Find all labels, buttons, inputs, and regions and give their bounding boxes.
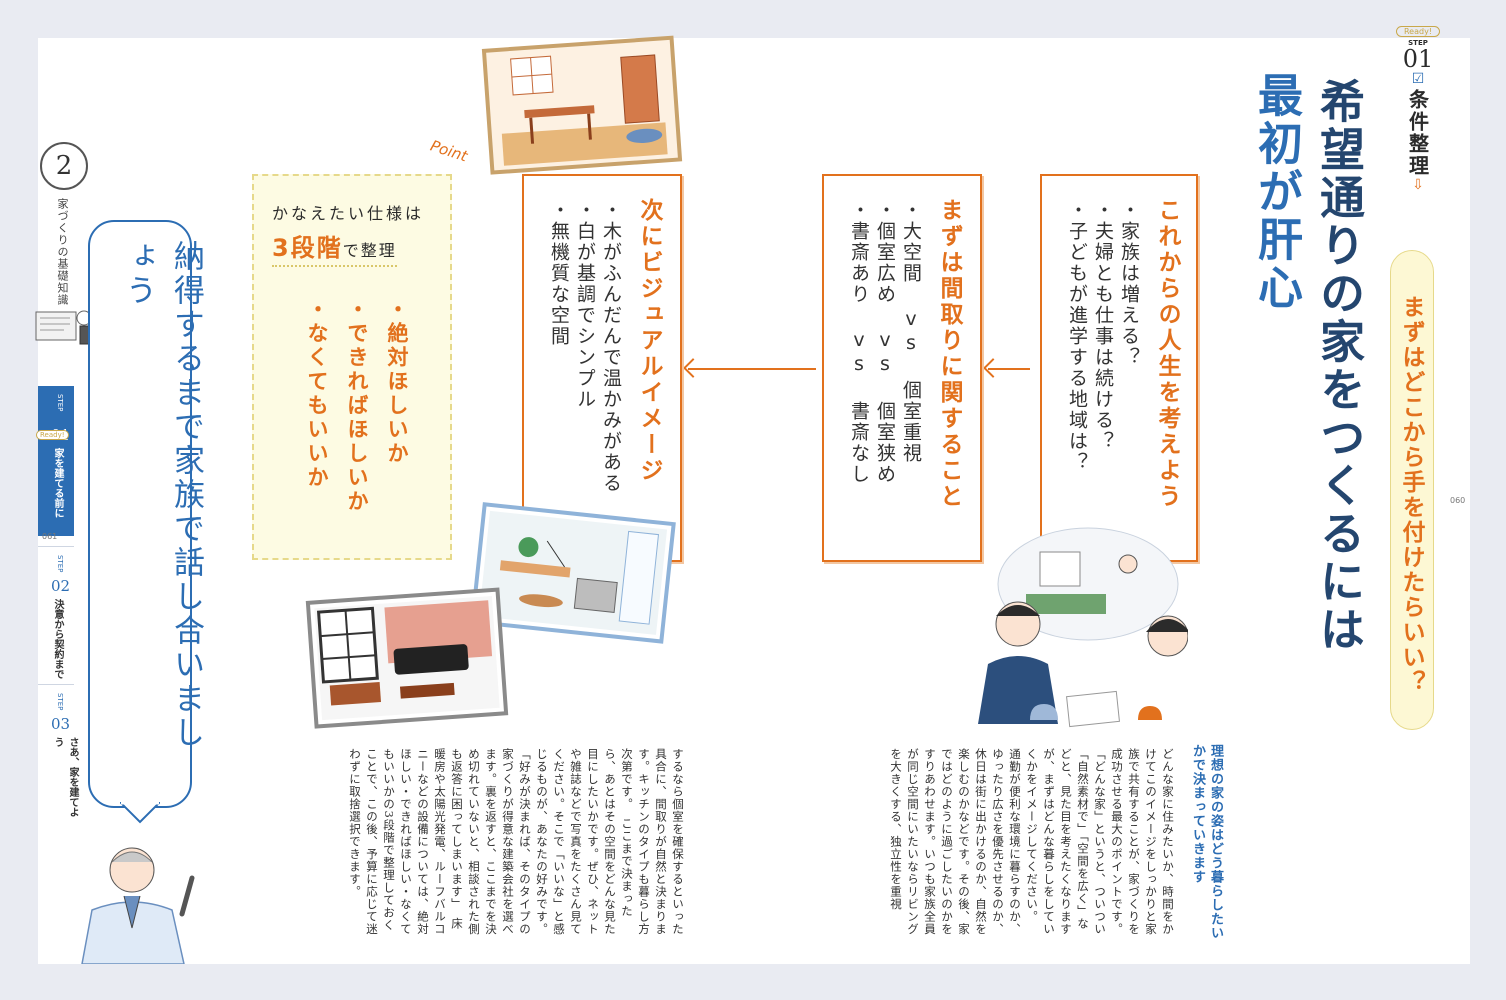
flow-box-life: これからの人生を考えよう ・家族は増える？ ・夫婦とも仕事は続ける？ ・子どもが… — [1040, 174, 1198, 562]
speech-bubble-tail — [120, 802, 160, 824]
checkbox-icon: ☑ — [1411, 71, 1425, 87]
flow-box-item: ・家族は増える？ — [1118, 200, 1140, 368]
tab-step-label: 決意から契約まで — [52, 599, 63, 679]
step-badge: Ready! STEP 01 ☑ 条件整理 ⇩ — [1396, 26, 1440, 193]
couple-illustration — [978, 527, 1188, 728]
point-tag: Point — [428, 136, 470, 166]
section-subhead: 理想の家の姿はどう暮らしたいかで決まっていきます — [1190, 744, 1223, 940]
point-title-1: かなえたい仕様は — [272, 204, 425, 223]
speech-bubble-text: 納得するまで家族で話し合いましょう — [120, 240, 204, 750]
room-illustration-living-brick — [305, 587, 509, 729]
speech-bubble: 納得するまで家族で話し合いましょう — [88, 220, 204, 808]
body-text-right: どんな家に住みたいか、時間をかけてこのイメージをしっかりと家族で共有することが、… — [889, 748, 1175, 936]
flow-box-item: ・無機質な空間 — [548, 200, 570, 347]
tab-step-label: 家を建てる前に — [52, 448, 63, 518]
flow-box-item: ・子どもが進学する地域は？ — [1066, 200, 1088, 473]
flow-box-item: ・夫婦とも仕事は続ける？ — [1092, 200, 1114, 452]
flow-box-item: ・大空間 vs 個室重視 — [900, 200, 922, 464]
advisor-illustration — [81, 847, 195, 964]
page-folio-left: 061 — [42, 532, 58, 541]
point-item: ・できればほしいか — [345, 298, 369, 514]
room-illustration-living-white — [470, 502, 676, 644]
room-illustration-dining — [481, 35, 683, 175]
headline-line1: 希望通りの家をつくるには — [1312, 78, 1365, 654]
page-folio-right: 060 — [1450, 496, 1466, 505]
point-title-big: 3段階 — [272, 234, 343, 262]
body-text-left: するなら個室を確保するといった具合に、間取りが自然と決まります。キッチンのタイプ… — [348, 748, 685, 938]
point-title-2: 3段階で整理 — [272, 228, 397, 267]
step-number: 01 — [1402, 45, 1434, 73]
flow-box-layout: まずは間取りに関すること ・大空間 vs 個室重視 ・個室広め vs 個室狭め … — [822, 174, 982, 562]
chapter-number: 2 — [40, 142, 88, 190]
left-arrow-icon — [988, 368, 1030, 370]
tab-step-01[interactable]: STEP 01 家を建てる前に Ready! — [36, 386, 74, 536]
left-arrow-icon — [688, 368, 816, 370]
point-note: Point かなえたい仕様は 3段階で整理 ・絶対ほしいか ・できればほしいか … — [252, 137, 470, 560]
point-item: ・絶対ほしいか — [385, 298, 409, 466]
down-arrow-icon: ⇩ — [1412, 177, 1424, 193]
flow-box-visual: 次にビジュアルイメージ ・木がふんだんで温かみがある ・白が基調でシンプル ・無… — [522, 174, 682, 562]
tab-step-number: 03 — [51, 715, 71, 733]
step-label: 条件整理 — [1405, 89, 1430, 177]
question-banner: まずはどこから手を付けたらいい？ — [1390, 250, 1434, 730]
flow-box-head: これからの人生を考えよう — [1154, 198, 1180, 510]
flow-box-item: ・個室広め vs 個室狭め — [874, 200, 896, 485]
magazine-spread: 2 家づくりの基礎知識 STEP 01 家を建てる前に Ready! 061 S… — [35, 26, 1470, 964]
flow-box-item: ・書斎あり vs 書斎なし — [848, 200, 870, 485]
chapter-side-tabs: 2 家づくりの基礎知識 STEP 01 家を建てる前に Ready! 061 S… — [35, 74, 95, 834]
headline-line2: 最初が肝心 — [1250, 72, 1303, 312]
flow-box-item: ・白が基調でシンプル — [574, 200, 596, 410]
point-item: ・なくてもいいか — [305, 298, 329, 490]
step-word: STEP — [1408, 39, 1428, 47]
tab-step-number: 02 — [51, 577, 71, 595]
flow-box-item: ・木がふんだんで温かみがある — [600, 200, 622, 494]
point-title-small: で整理 — [342, 241, 397, 260]
ready-label: Ready! — [1396, 26, 1440, 37]
tab-step-word: STEP — [56, 394, 64, 412]
ready-badge: Ready! — [36, 430, 69, 440]
tab-step-label: さあ、家を建てよう — [52, 737, 78, 817]
flow-box-head: まずは間取りに関すること — [936, 198, 962, 510]
tab-step-02[interactable]: STEP 02 決意から契約まで — [38, 546, 74, 685]
tab-step-word: STEP — [56, 693, 64, 711]
chapter-title: 家づくりの基礎知識 — [56, 198, 69, 306]
tab-step-03[interactable]: STEP 03 さあ、家を建てよう — [38, 684, 78, 825]
flow-box-head: 次にビジュアルイメージ — [636, 198, 662, 484]
tab-step-word: STEP — [56, 555, 64, 573]
